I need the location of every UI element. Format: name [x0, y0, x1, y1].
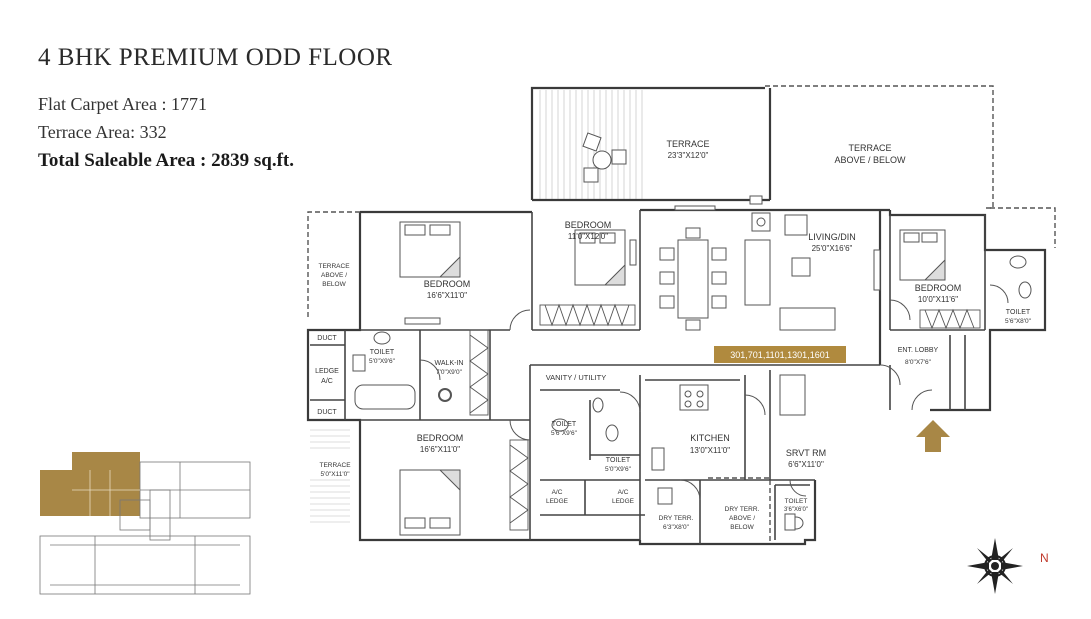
terrace-above-left-line3: BELOW	[322, 281, 346, 288]
terrace-furniture	[582, 132, 627, 183]
dry-terr-1-dims: 6'3"X8'0"	[663, 524, 690, 531]
flat-number-badge	[714, 346, 846, 363]
dry-terr-2-line2: ABOVE /	[729, 515, 755, 522]
walk-in-name: WALK-IN	[435, 360, 464, 367]
terrace-top-hatch	[539, 90, 643, 200]
bedroom-2-name: BEDROOM	[565, 220, 612, 230]
entrance-arrow-icon	[916, 420, 950, 452]
compass-icon	[967, 538, 1023, 594]
ledge-ac-line2: A/C	[321, 378, 333, 385]
terrace-small-hatch	[310, 429, 350, 523]
room-labels: TERRACE 23'3"X12'0" TERRACE ABOVE / BELO…	[315, 139, 1049, 565]
duct-bottom: DUCT	[317, 409, 337, 416]
flat-number-text: 301,701,1101,1301,1601	[730, 350, 829, 360]
toilet-right-dims: 5'6"X8'0"	[1005, 318, 1032, 325]
page-title: 4 BHK PREMIUM ODD FLOOR	[38, 44, 393, 71]
toilet-1-dims: 5'0"X9'6"	[369, 358, 396, 365]
toilet-4-name: TOILET	[785, 498, 808, 505]
walk-in-dims: 7'0"X9'0"	[436, 369, 463, 376]
ac-ledge-2-line2: LEDGE	[612, 498, 635, 505]
toilet-2-dims: 5'6"X9'6"	[551, 430, 578, 437]
terrace-above-right-line2: ABOVE / BELOW	[834, 155, 906, 165]
living-name: LIVING/DIN	[808, 232, 856, 242]
terrace-top-label: TERRACE	[666, 139, 709, 149]
saleable-area: Total Saleable Area : 2839 sq.ft.	[38, 150, 294, 171]
bedroom-1-dims: 16'6"X11'0"	[427, 291, 467, 300]
ac-ledge-1-line1: A/C	[552, 489, 563, 496]
ent-lobby-name: ENT. LOBBY	[898, 347, 939, 354]
bedroom-3-name: BEDROOM	[915, 283, 962, 293]
living-dims: 25'0"X16'6"	[812, 244, 853, 253]
wardrobes	[469, 303, 981, 531]
dry-terr-1-name: DRY TERR.	[659, 515, 694, 522]
toilet-4-dims: 3'6"X6'0"	[784, 507, 808, 513]
toilet-2-name: TOILET	[552, 421, 577, 428]
bedroom-1-name: BEDROOM	[424, 279, 471, 289]
terrace-small-name: TERRACE	[319, 462, 351, 469]
bedroom-2-dims: 11'0"X12'0"	[568, 232, 608, 241]
dry-terr-2-line3: BELOW	[730, 524, 754, 531]
living-furniture	[659, 212, 836, 331]
terrace-above-right-line1: TERRACE	[848, 143, 891, 153]
terrace-above-left-line1: TERRACE	[318, 263, 350, 270]
ledge-ac-line1: LEDGE	[315, 368, 339, 375]
dry-terr-2-line1: DRY TERR.	[725, 506, 760, 513]
kitchen-dims: 13'0"X11'0"	[690, 446, 730, 455]
duct-top: DUCT	[317, 335, 337, 342]
toilet-3-dims: 5'0"X9'6"	[605, 466, 632, 473]
terrace-small-dims: 5'0"X11'0"	[320, 471, 350, 478]
toilet-right-name: TOILET	[1006, 309, 1031, 316]
door-swings	[419, 284, 1009, 501]
bedroom-4-name: BEDROOM	[417, 433, 464, 443]
carpet-area: Flat Carpet Area : 1771	[38, 94, 207, 114]
ac-ledge-2-line1: A/C	[618, 489, 629, 496]
terrace-area: Terrace Area: 332	[38, 122, 167, 142]
compass-label: N	[1040, 551, 1049, 565]
kitchen-name: KITCHEN	[690, 433, 730, 443]
servant-name: SRVT RM	[786, 448, 826, 458]
window-bars	[404, 195, 881, 325]
ac-ledge-1-line2: LEDGE	[546, 498, 569, 505]
bedroom-4-dims: 16'6"X11'0"	[420, 445, 460, 454]
toilet-1-name: TOILET	[370, 349, 395, 356]
interior-walls	[310, 210, 986, 544]
vanity-label: VANITY / UTILITY	[546, 373, 607, 382]
terrace-above-left-line2: ABOVE /	[321, 272, 347, 279]
ent-lobby-dims: 8'0"X7'6"	[905, 359, 932, 366]
fixtures	[352, 255, 1032, 531]
beds	[399, 221, 946, 536]
dashed-terraces	[307, 85, 1056, 544]
toilet-3-name: TOILET	[606, 457, 631, 464]
bedroom-3-dims: 10'0"X11'6"	[918, 295, 958, 304]
terrace-top-dims: 23'3"X12'0"	[668, 151, 709, 160]
servant-dims: 6'6"X11'0"	[788, 460, 824, 469]
